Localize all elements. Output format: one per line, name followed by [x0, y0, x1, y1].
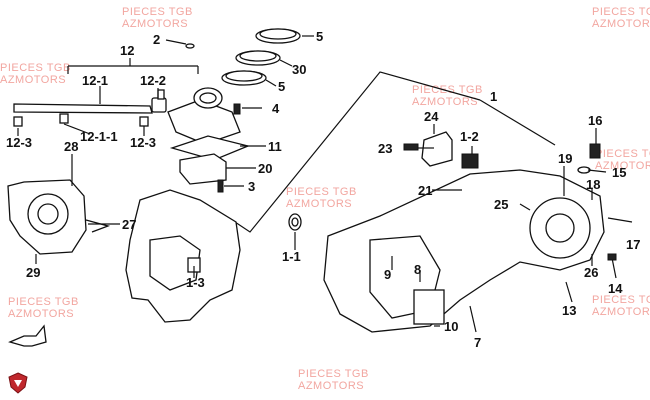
callout-19: 19 — [558, 151, 573, 166]
callout-12: 12 — [120, 43, 135, 58]
callout-2: 2 — [153, 32, 161, 47]
reed-block-part — [179, 153, 227, 185]
oil-seal-part — [288, 213, 302, 231]
callout-30: 30 — [292, 62, 307, 77]
callout-25: 25 — [494, 197, 509, 212]
callout-7: 7 — [474, 335, 482, 350]
bolt-16-part — [577, 143, 601, 174]
washer-part — [185, 43, 195, 49]
callout-12-1-1: 12-1-1 — [80, 129, 118, 144]
callout-24: 24 — [424, 109, 439, 124]
intake-plate-part — [167, 87, 241, 145]
callout-1-1: 1-1 — [282, 249, 301, 264]
callout-11: 11 — [268, 139, 282, 154]
callout-5-mid: 5 — [278, 79, 286, 94]
callout-12-3-left: 12-3 — [6, 135, 33, 150]
direction-arrow-icon — [8, 324, 47, 347]
callout-12-1: 12-1 — [82, 73, 109, 88]
bolt-23-part — [403, 143, 419, 151]
callout-12-3-right: 12-3 — [130, 135, 157, 150]
bracket-1 — [234, 71, 556, 233]
callout-1-2: 1-2 — [460, 129, 479, 144]
callout-4: 4 — [272, 101, 280, 116]
callout-20: 20 — [258, 161, 273, 176]
sleeve-parts — [13, 113, 149, 127]
callout-28: 28 — [64, 139, 79, 154]
callout-29: 29 — [26, 265, 41, 280]
callout-14: 14 — [608, 281, 623, 296]
main-crankcase-part — [323, 169, 605, 333]
callout-21: 21 — [418, 183, 433, 198]
plug-part — [421, 131, 479, 169]
shield-logo-icon — [8, 372, 28, 394]
callout-3: 3 — [248, 179, 256, 194]
wire-cable-part — [13, 103, 153, 114]
callout-12-2: 12-2 — [140, 73, 167, 88]
callout-23: 23 — [378, 141, 393, 156]
callout-17: 17 — [626, 237, 641, 252]
bracket-12 — [67, 58, 199, 74]
callout-27: 27 — [122, 217, 137, 232]
bolts-part — [469, 217, 633, 333]
callout-18: 18 — [586, 177, 601, 192]
left-cover-part — [7, 179, 111, 255]
piston-rings-part — [221, 28, 301, 86]
callout-5-top: 5 — [316, 29, 324, 44]
callout-1-3: 1-3 — [186, 275, 205, 290]
middle-crankcase-part — [125, 189, 241, 323]
callout-26: 26 — [584, 265, 599, 280]
screw-part — [217, 179, 224, 193]
callout-9: 9 — [384, 267, 392, 282]
callout-10: 10 — [444, 319, 459, 334]
callout-8: 8 — [414, 262, 422, 277]
callout-1: 1 — [490, 89, 498, 104]
callout-16: 16 — [588, 113, 603, 128]
callout-15: 15 — [612, 165, 627, 180]
elbow-connector-part — [151, 89, 167, 113]
leader-lines — [17, 35, 607, 327]
callout-13: 13 — [562, 303, 577, 318]
bolt-part — [233, 103, 241, 115]
